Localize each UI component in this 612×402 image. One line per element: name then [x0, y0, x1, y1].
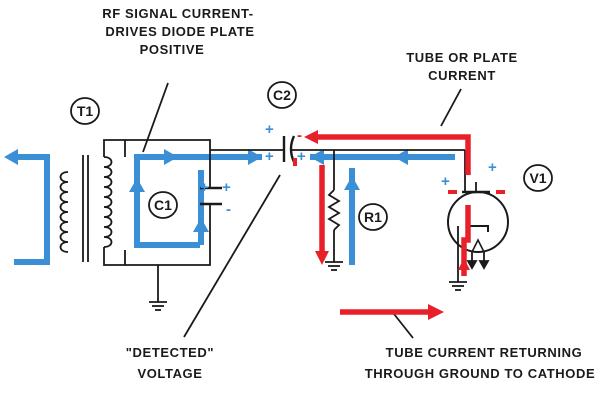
arrow-right-c1-icon: [248, 149, 262, 165]
return-caption-line-2: THROUGH GROUND TO CATHODE: [365, 366, 595, 381]
red-polarity-dashes: [293, 158, 505, 194]
c2-plus-sign-top: +: [265, 121, 274, 138]
tank-top-wire: [125, 139, 211, 180]
r1-resistor: [327, 189, 341, 231]
arrow-down-r1-icon: [315, 251, 329, 265]
c2-tag-circle: [267, 81, 297, 109]
t1-tag-circle: [70, 97, 100, 125]
c1-minus-sign: -: [226, 201, 231, 218]
c2-label: C2: [273, 87, 291, 103]
tank-bottom-wire: [125, 212, 211, 266]
signal-current-paths: [14, 154, 455, 265]
arrow-up-secondary-icon: [129, 178, 145, 192]
heater-arrow-left-icon: [466, 260, 478, 270]
secondary-bottom-wire: [103, 247, 126, 266]
polarity-signs: + + - + + - + + +: [200, 121, 497, 218]
c1-plus-sign-1: +: [200, 179, 209, 196]
detected-voltage-caption-line-2: VOLTAGE: [137, 366, 202, 381]
tube-current-caption-line-1: TUBE OR PLATE: [406, 50, 518, 65]
primary-current-path: [14, 154, 50, 265]
component-tags: [70, 81, 553, 231]
arrow-left-primary-icon: [4, 149, 18, 165]
rf-signal-caption-line-2: DRIVES DIODE PLATE: [105, 24, 254, 39]
tube-current-arrowheads: [304, 130, 470, 320]
heater-arrow-right-icon: [478, 260, 490, 270]
plate-current-path: [314, 134, 471, 175]
arrow-left-c2-icon: [310, 149, 324, 165]
secondary-top-wire: [103, 139, 126, 157]
arrow-right-secondary-icon: [164, 149, 178, 165]
c1-label: C1: [154, 197, 172, 213]
arrow-right-ground-icon: [428, 304, 444, 320]
v1-tag-circle: [523, 164, 553, 192]
leader-detected-voltage: [183, 174, 281, 338]
v1-cathode: [467, 225, 489, 232]
secondary-current-path: [134, 154, 262, 248]
arrow-left-plate-icon: [304, 130, 318, 144]
arrow-up-c1-icon: [193, 218, 209, 232]
rf-signal-caption-line-3: POSITIVE: [140, 42, 205, 57]
c1-plus-sign-2: +: [222, 179, 231, 196]
return-caption-line-1: TUBE CURRENT RETURNING: [386, 345, 583, 360]
t1-label: T1: [77, 103, 94, 119]
c2-plus-sign-bottom: +: [265, 148, 274, 165]
v1-label: V1: [529, 170, 546, 186]
leader-rf-signal: [142, 82, 169, 153]
leader-return: [393, 313, 414, 339]
t1-primary-coil: [59, 171, 69, 253]
v1-envelope: [447, 191, 509, 253]
signal-current-arrowheads: [4, 149, 408, 232]
v1-heater: [471, 238, 485, 253]
c2-minus-sign: -: [297, 127, 302, 144]
r1-tag-circle: [358, 203, 388, 231]
rf-signal-caption-line-1: RF SIGNAL CURRENT-: [102, 6, 253, 21]
tube-current-caption-line-2: CURRENT: [428, 68, 496, 83]
arrow-left-r1-icon: [394, 149, 408, 165]
detected-voltage-caption-line-1: "DETECTED": [126, 345, 214, 360]
leader-tube-current: [440, 88, 462, 127]
circuit-wiring: [59, 82, 509, 339]
c1-tag-circle: [148, 191, 178, 219]
c2-plus-sign-right: +: [297, 148, 306, 165]
arrow-up-r1-icon: [344, 176, 360, 190]
arrow-up-cathode-icon: [458, 258, 470, 270]
v1-plus-sign-left: +: [441, 173, 450, 190]
r1-label: R1: [364, 209, 382, 225]
t1-secondary-coil: [103, 156, 113, 248]
v1-plus-sign-right: +: [488, 159, 497, 176]
